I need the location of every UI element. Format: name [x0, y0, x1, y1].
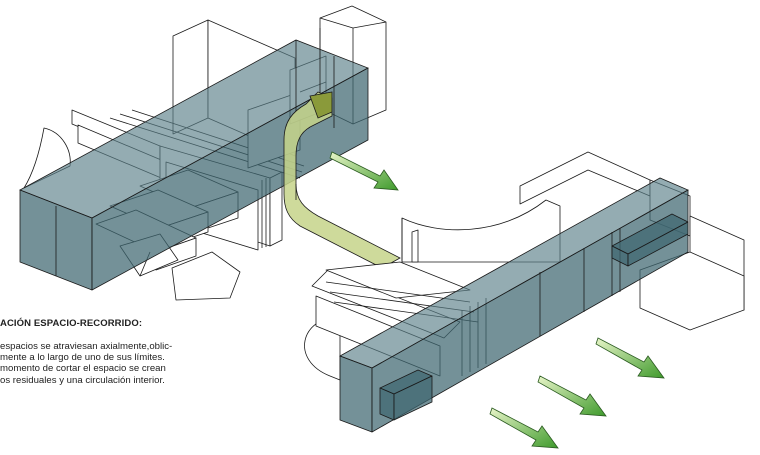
- caption-line: os residuales y una circulación interior…: [0, 374, 165, 386]
- circulation-path: [283, 91, 401, 269]
- direction-arrow-icon: [329, 151, 399, 191]
- direction-arrow-icon: [489, 407, 559, 449]
- caption-line: momento de cortar el espacio se crean: [0, 363, 166, 375]
- caption-title: ACIÓN ESPACIO-RECORRIDO:: [0, 318, 143, 329]
- caption-line: espacios se atraviesan axialmente,oblic-: [0, 341, 173, 352]
- right-axis-slab: [339, 177, 689, 433]
- caption-line: mente a lo largo de uno de sus límites.: [0, 352, 165, 364]
- direction-arrows: [329, 151, 665, 449]
- direction-arrow-icon: [595, 337, 665, 379]
- caption-block: ACIÓN ESPACIO-RECORRIDO: espacios se atr…: [0, 318, 300, 386]
- direction-arrow-icon: [537, 375, 607, 417]
